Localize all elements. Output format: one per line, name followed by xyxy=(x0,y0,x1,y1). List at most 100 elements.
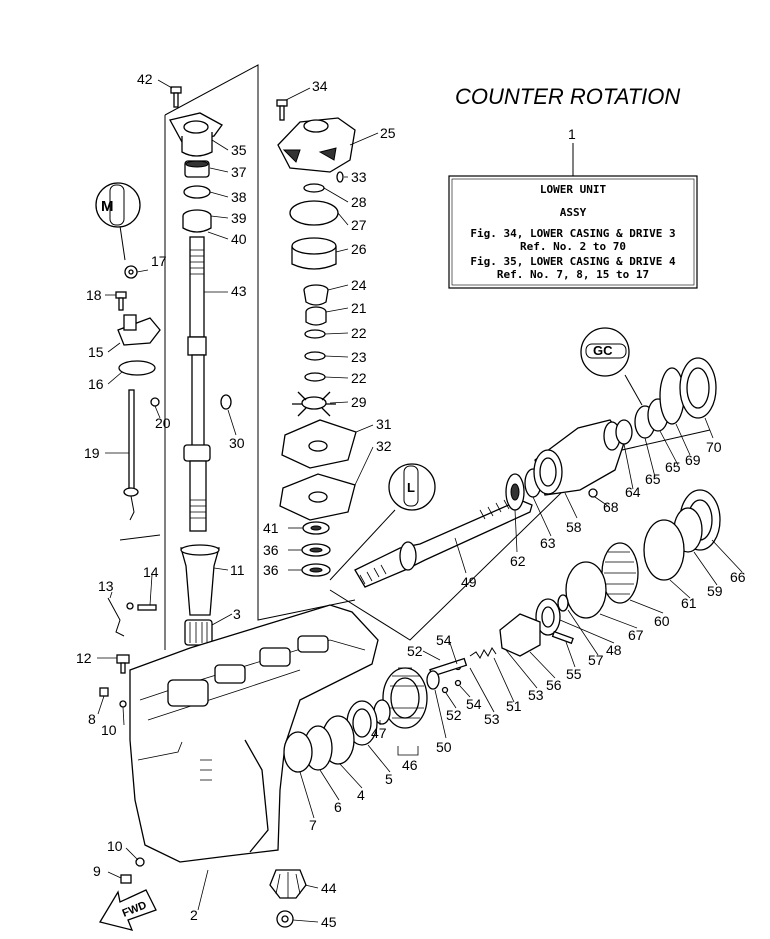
part-grommet-33 xyxy=(336,171,344,183)
part-spring-55 xyxy=(551,630,574,645)
callout-68: 68 xyxy=(603,499,619,515)
part-dog-clutch-56 xyxy=(499,613,541,657)
callout-54a: 54 xyxy=(436,632,452,648)
leader-lines xyxy=(97,79,743,923)
part-nut-45 xyxy=(276,910,294,928)
callout-57: 57 xyxy=(588,652,604,668)
part-bolt-9 xyxy=(120,874,132,884)
part-clutch-48 xyxy=(535,598,561,636)
callout-44: 44 xyxy=(321,880,337,896)
callout-29: 29 xyxy=(351,394,367,410)
part-bolt-14 xyxy=(126,602,157,611)
part-bolt-34 xyxy=(276,99,288,121)
part-washer-22a xyxy=(304,329,326,339)
part-shim-7 xyxy=(283,731,313,773)
callout-10a: 10 xyxy=(101,722,117,738)
sealant-badge-gc: GC xyxy=(580,327,643,406)
part-bearing-61 xyxy=(643,519,685,581)
callout-24: 24 xyxy=(351,277,367,293)
callout-61: 61 xyxy=(681,595,697,611)
group-outline-lines xyxy=(119,64,711,650)
callout-43: 43 xyxy=(231,283,247,299)
callout-49: 49 xyxy=(461,574,477,590)
part-seal-39 xyxy=(182,209,212,233)
callout-52a: 52 xyxy=(407,643,423,659)
part-washer-10a xyxy=(119,700,127,708)
part-washer-22b xyxy=(304,372,326,382)
part-ball-54b xyxy=(454,679,462,687)
sealant-badge-ld-glyph: L xyxy=(407,480,415,495)
part-seal-36b xyxy=(301,563,331,577)
callout-60: 60 xyxy=(654,613,670,629)
callout-13: 13 xyxy=(98,578,114,594)
part-seal-36a xyxy=(301,543,331,557)
callout-36a: 36 xyxy=(263,542,279,558)
callout-35: 35 xyxy=(231,142,247,158)
part-pump-housing-25 xyxy=(277,117,356,173)
callout-46: 46 xyxy=(402,757,418,773)
callout-23: 23 xyxy=(351,349,367,365)
callout-20: 20 xyxy=(155,415,171,431)
fwd-arrow: FWD xyxy=(98,889,157,931)
callout-70: 70 xyxy=(706,439,722,455)
part-shift-rod-19 xyxy=(123,389,139,521)
callout-48: 48 xyxy=(606,642,622,658)
sealant-badge-gc-glyph: GC xyxy=(593,343,613,358)
part-screw-12 xyxy=(116,654,130,674)
part-gasket-27 xyxy=(289,200,339,226)
callout-33: 33 xyxy=(351,169,367,185)
callout-65b: 65 xyxy=(645,471,661,487)
info-box-ref: 1 xyxy=(568,126,576,142)
lubricant-badge-m-glyph: M xyxy=(101,198,114,215)
info-box-line1: LOWER UNIT xyxy=(540,183,607,196)
part-housing-58 xyxy=(533,419,626,496)
info-box-line4: Ref. No. 2 to 70 xyxy=(520,240,626,253)
part-bearing-37 xyxy=(184,160,210,178)
callout-59: 59 xyxy=(707,583,723,599)
callout-55: 55 xyxy=(566,666,582,682)
callout-22a: 22 xyxy=(351,325,367,341)
info-box: 1 LOWER UNIT ASSY Fig. 34, LOWER CASING … xyxy=(448,126,698,289)
callout-31: 31 xyxy=(376,416,392,432)
callout-45: 45 xyxy=(321,914,337,930)
part-bolt-8 xyxy=(99,687,109,697)
part-shift-plunger-50 xyxy=(426,670,440,690)
part-pin-57 xyxy=(557,594,569,612)
part-ring-nut-70 xyxy=(679,357,717,419)
callout-9: 9 xyxy=(93,863,101,879)
callout-58: 58 xyxy=(566,519,582,535)
callout-3: 3 xyxy=(233,606,241,622)
callout-41: 41 xyxy=(263,520,279,536)
callout-34: 34 xyxy=(312,78,328,94)
callout-62: 62 xyxy=(510,553,526,569)
part-pin-68 xyxy=(588,488,598,498)
callout-25: 25 xyxy=(380,125,396,141)
info-box-line3: Fig. 34, LOWER CASING & DRIVE 3 xyxy=(470,227,675,240)
part-seal-21 xyxy=(305,306,327,326)
sealant-badge-ld: L xyxy=(329,463,436,581)
callout-6: 6 xyxy=(334,799,342,815)
callout-11: 11 xyxy=(230,562,245,578)
callout-18: 18 xyxy=(86,287,102,303)
part-drive-shaft-43 xyxy=(183,236,211,532)
part-cover-35 xyxy=(169,112,223,157)
callout-37: 37 xyxy=(231,164,247,180)
callout-69: 69 xyxy=(685,452,701,468)
callout-32: 32 xyxy=(376,438,392,454)
callout-50: 50 xyxy=(436,739,452,755)
part-shim-67 xyxy=(565,561,607,619)
callout-66: 66 xyxy=(730,569,746,585)
part-grommet-30 xyxy=(220,394,232,410)
part-clip-13 xyxy=(107,597,125,637)
callout-16: 16 xyxy=(88,376,104,392)
part-ball-52b xyxy=(441,686,449,694)
callout-12: 12 xyxy=(76,650,92,666)
callout-40: 40 xyxy=(231,231,247,247)
part-shim-38 xyxy=(183,185,211,199)
callout-39: 39 xyxy=(231,210,247,226)
callout-8: 8 xyxy=(88,711,96,727)
part-lower-casing-2 xyxy=(129,604,379,863)
callout-63: 63 xyxy=(540,535,556,551)
part-key-23 xyxy=(304,351,326,361)
